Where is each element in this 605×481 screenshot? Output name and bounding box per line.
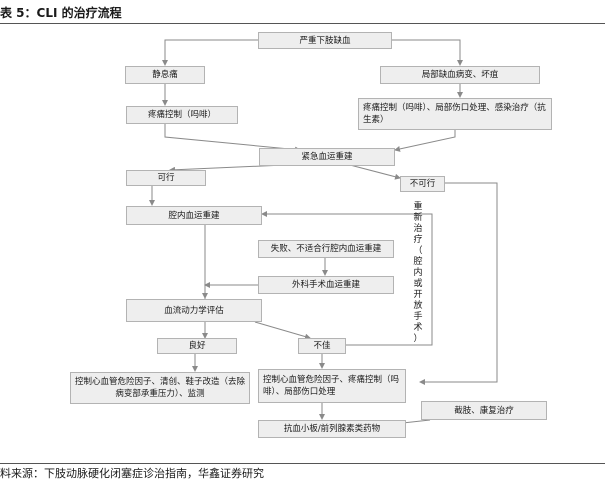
source-note: 料来源：下肢动脉硬化闭塞症诊治指南，华鑫证券研究: [0, 467, 264, 480]
node-failed-unsuitable: 失败、不适合行腔内血运重建: [258, 240, 394, 258]
node-hemodynamic: 血流动力学评估: [126, 299, 262, 322]
node-emergency-revasc: 紧急血运重建: [259, 148, 395, 166]
node-feasible: 可行: [126, 170, 206, 186]
connector-poor-to-retreat: [261, 211, 433, 346]
node-endo-revasc: 腔内血运重建: [126, 206, 262, 225]
bottom-rule: [0, 463, 605, 464]
node-antiplatelet: 抗血小板/前列腺素类药物: [258, 420, 406, 438]
node-control-good: 控制心血管危险因子、清创、鞋子改造（去除病变部承重压力）、监测: [70, 372, 250, 404]
node-pain-control: 疼痛控制（吗啡）: [126, 106, 238, 124]
node-amputation: 截肢、康复治疗: [421, 401, 547, 420]
connector-to-local-ischemia: [392, 39, 463, 66]
node-control-poor: 控制心血管危险因子、疼痛控制（吗啡）、局部伤口处理: [258, 369, 406, 403]
connector-to-not-feasible: [349, 164, 401, 180]
connector-not-feasible-to-amputation: [419, 182, 498, 385]
connector-to-rest-pain: [162, 39, 258, 66]
retreat-label: 重 新 治 疗 （ 腔 内 或 开 放 手 术 ）: [413, 202, 423, 344]
table-title: 表 5：CLI 的治疗流程: [0, 6, 122, 20]
node-not-feasible: 不可行: [400, 176, 445, 192]
node-severe-ischemia: 严重下肢缺血: [258, 32, 392, 49]
node-good: 良好: [157, 338, 237, 354]
connector-hemo-to-poor: [254, 321, 311, 340]
node-rest-pain: 静息痛: [125, 66, 205, 84]
node-local-ischemia: 局部缺血病变、坏疽: [380, 66, 540, 84]
node-poor: 不佳: [298, 338, 346, 354]
node-surgical-revasc: 外科手术血运重建: [258, 276, 394, 294]
connector-pain-wound-to-emergency: [394, 130, 456, 152]
top-rule: [0, 23, 605, 24]
connector-pain-control-to-emergency: [164, 124, 301, 153]
node-pain-wound-infection: 疼痛控制（吗啡）、局部伤口处理、感染治疗（抗生素）: [358, 98, 552, 130]
